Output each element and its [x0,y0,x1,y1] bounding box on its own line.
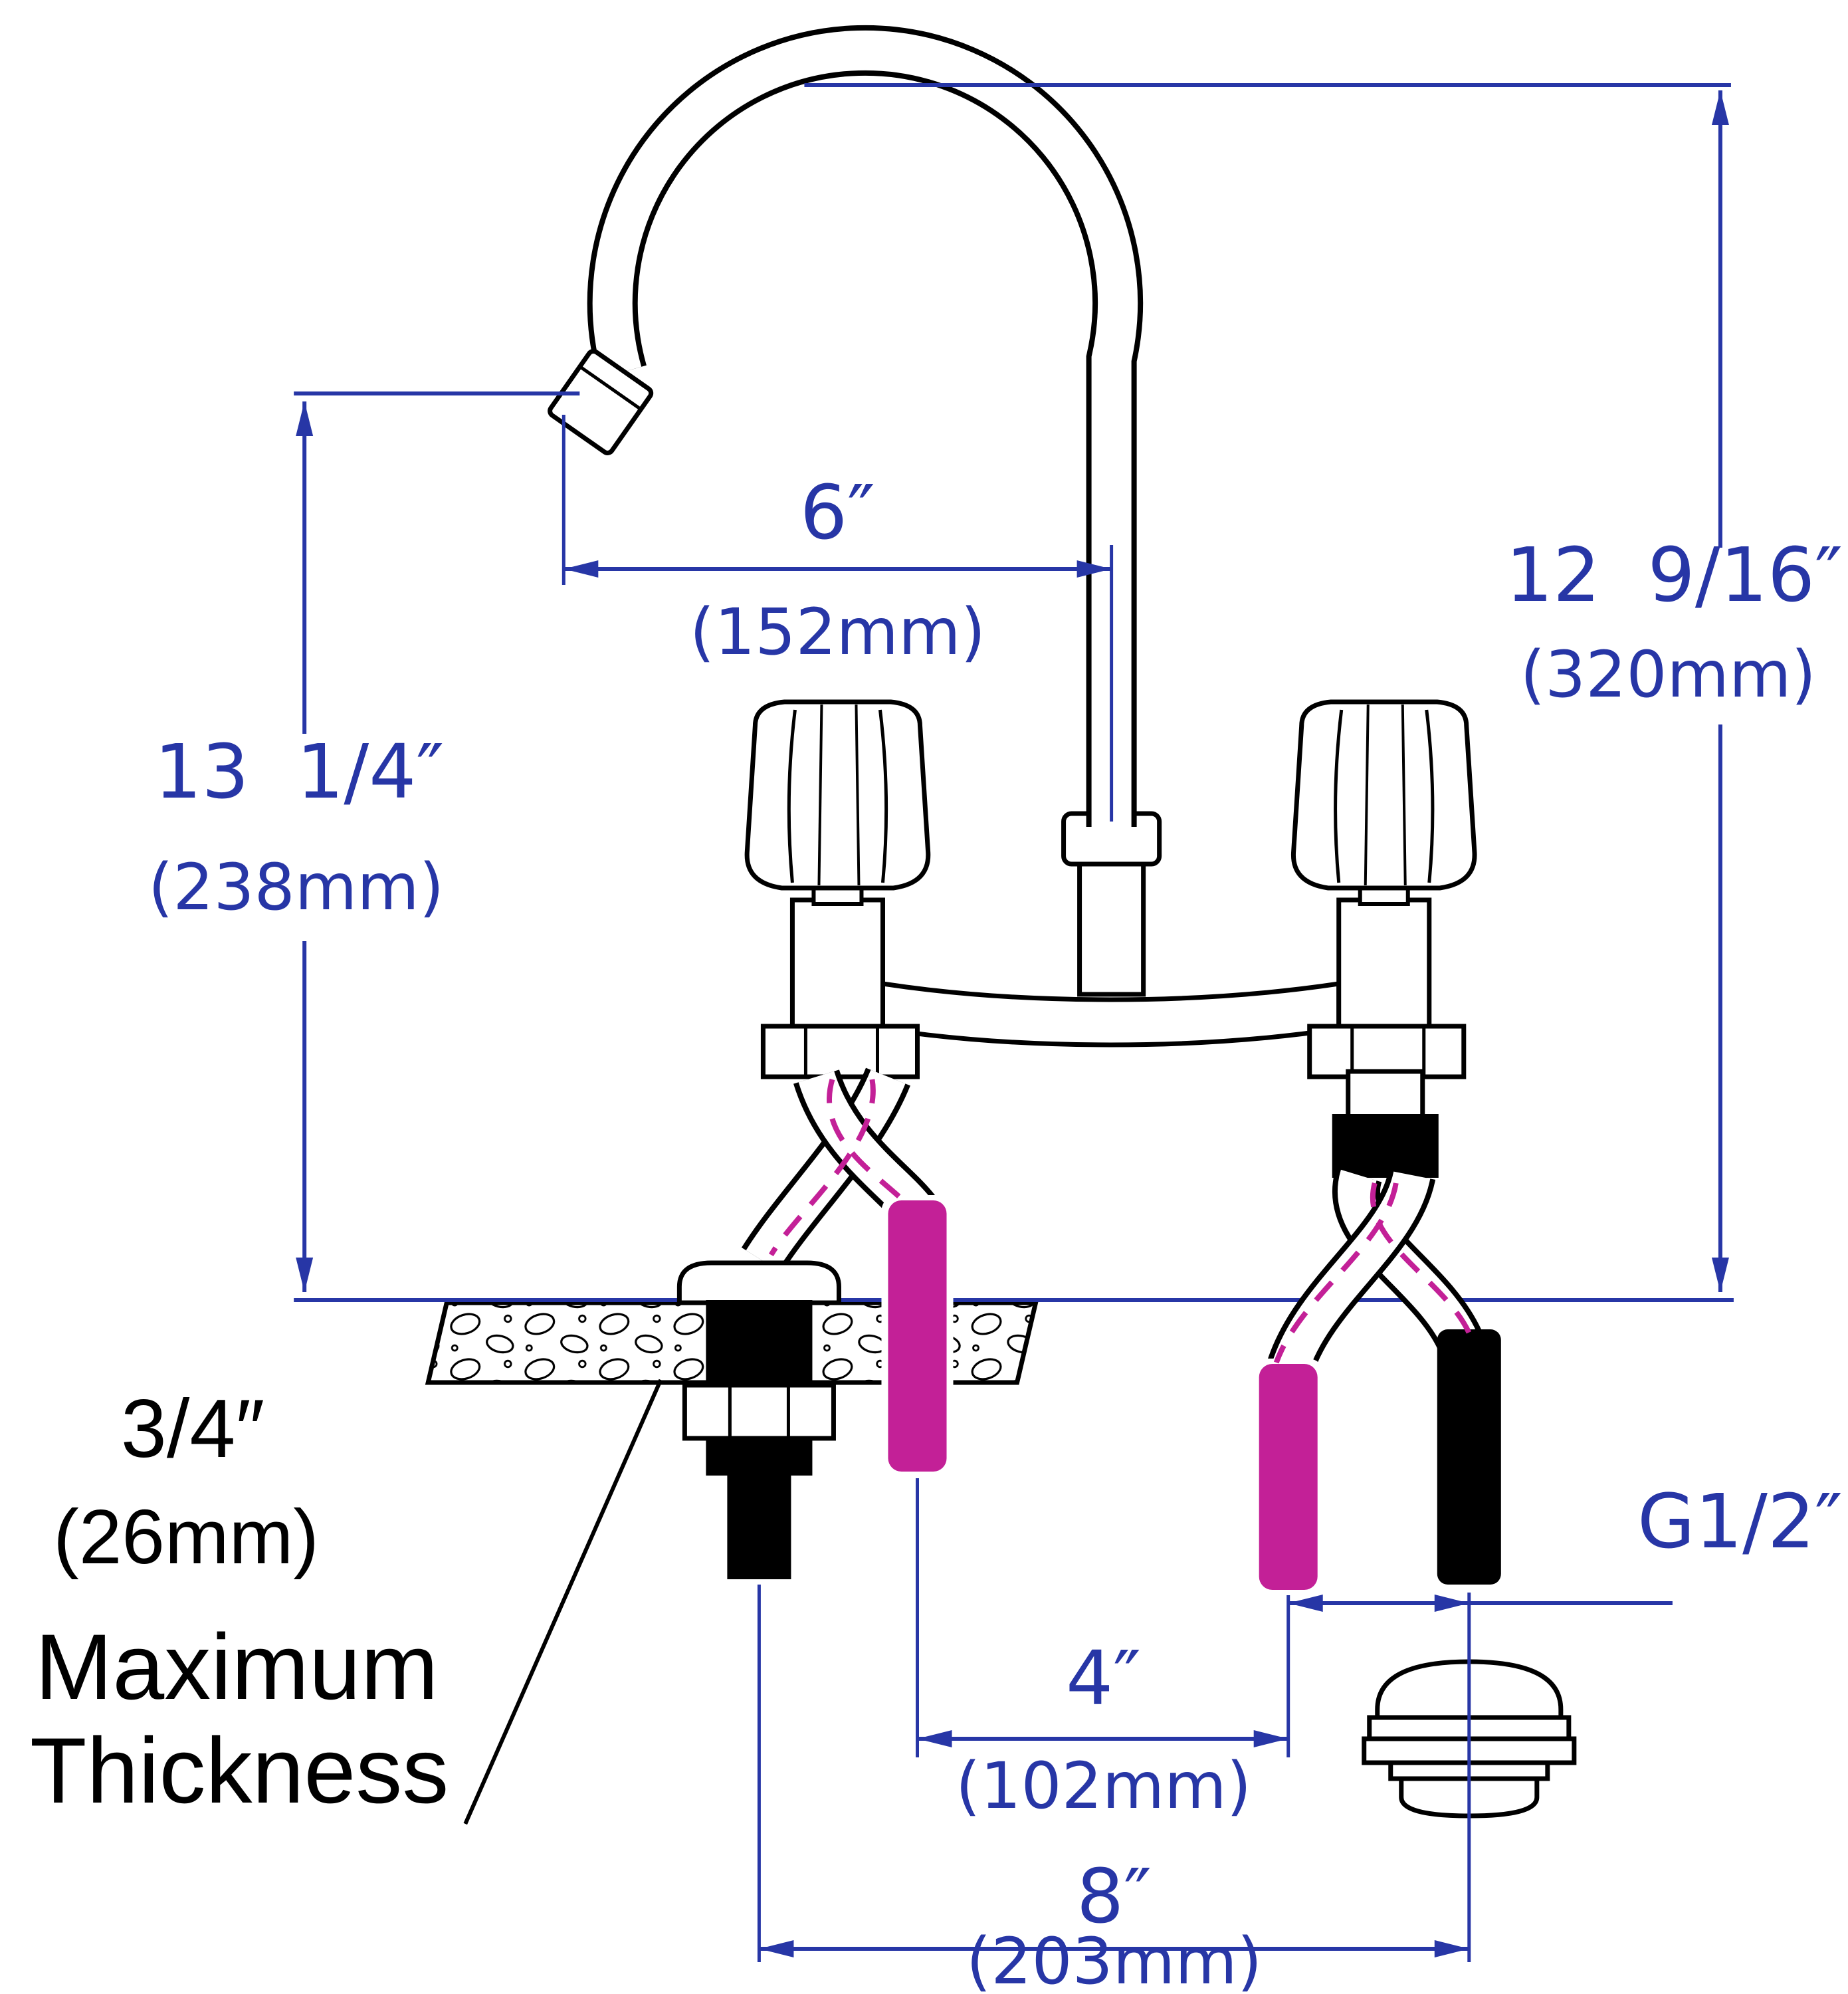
spout-nozzle [548,348,654,455]
label-deck-thickness-word2: Thickness [30,1718,449,1823]
lock-nut [706,1438,813,1476]
spout-inner [592,30,1138,827]
right-valve-column [1336,897,1432,1030]
left-highlight-tube [888,1200,947,1472]
mounting-hex-nut [682,1383,836,1441]
left-valve-column [789,897,885,1030]
thickness-leader-line [463,1379,663,1825]
dimension-labels: 6″ (152mm) 12 9/16″ (320mm) 13 1/4″ (238… [148,470,1843,1994]
through-deck-shank [706,1300,813,1385]
spout-column [1077,859,1146,997]
inlet-collar [1332,1114,1439,1178]
faucet-body [789,811,1432,1048]
label-outlet-height-mm: (238mm) [148,850,444,925]
label-spout-reach-in: 6″ [800,470,875,556]
right-handle-knob [1290,699,1477,906]
highlighted-supply-tubes [881,1195,1324,1595]
label-inlet-spread-in: 8″ [1077,1854,1152,1940]
dimension-lines [294,83,1731,1962]
deck-flange [676,1260,841,1305]
max-thickness-note: 3/4″ (26mm) Maximum Thickness [30,1383,449,1823]
label-deck-thickness-mm: (26mm) [53,1494,319,1580]
label-spout-height-in: 12 9/16″ [1506,532,1843,619]
label-deck-thickness-word1: Maximum [35,1614,439,1719]
label-deck-thickness-in: 3/4″ [121,1383,264,1475]
threaded-inlet-stub [727,1476,791,1579]
label-inlet-spread-mm: (203mm) [966,1924,1262,1994]
right-hex-nut [1307,1024,1467,1079]
label-inlet-spacing-in: 4″ [1066,1636,1141,1722]
label-outlet-height-in: 13 1/4″ [154,729,444,816]
mounting-shank-assembly [676,1260,841,1579]
label-supply-thread: G1/2″ [1637,1479,1843,1565]
right-inlet-tubes [1267,1069,1501,1585]
label-inlet-spacing-mm: (102mm) [956,1749,1251,1823]
alternate-routing-dashes [768,1078,1473,1364]
right-threaded-shank [1437,1329,1501,1585]
label-spout-reach-mm: (152mm) [690,595,985,669]
left-hex-nut [760,1024,920,1079]
label-spout-height-mm: (320mm) [1520,637,1816,712]
right-highlight-tube [1259,1364,1318,1590]
left-handle-knob [744,699,931,906]
gooseneck-spout [548,25,1144,827]
